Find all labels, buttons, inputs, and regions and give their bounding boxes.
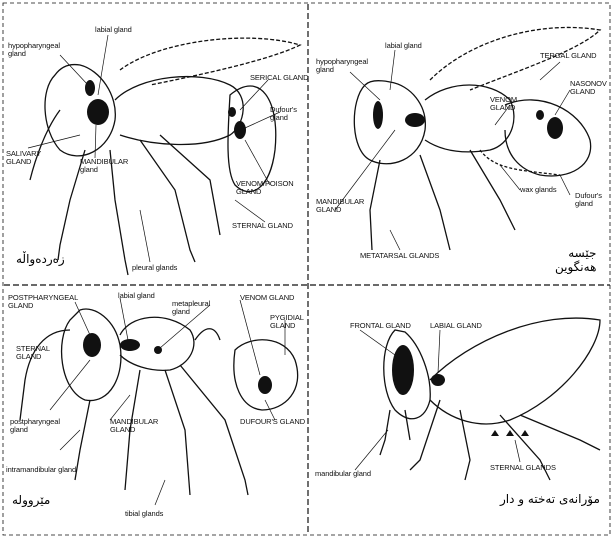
bee-label-venom-gland: VENOM GLAND bbox=[490, 96, 517, 112]
termite-label-frontal-gland: FRONTAL GLAND bbox=[350, 322, 411, 330]
honeybee-glands bbox=[373, 101, 563, 139]
wasp-label-labial-gland: labial gland bbox=[95, 26, 132, 34]
wasp-label-venom-gland: VENOM/POISON GLAND bbox=[236, 180, 294, 196]
bee-caption: جێسە هەنگوین bbox=[555, 246, 596, 274]
leader-lines bbox=[28, 35, 570, 505]
wasp-label-mandibular-gland: MANDIBULAR gland bbox=[80, 158, 128, 174]
wasp-label-dufours-gland: Dufour's gland bbox=[270, 106, 297, 122]
bee-label-labial-gland: labial gland bbox=[385, 42, 422, 50]
termite-glands bbox=[392, 345, 529, 436]
wasp-label-salivary-gland: SALIVARY GLAND bbox=[6, 150, 41, 166]
ant-label-sternal-gland: STERNAL GLAND bbox=[16, 345, 50, 361]
ant-glands bbox=[83, 333, 272, 394]
termite-label-labial-gland: LABIAL GLAND bbox=[430, 322, 482, 330]
termite-label-sternal-glands: STERNAL GLANDS bbox=[490, 464, 556, 472]
bee-label-hypopharyngeal-gland: hypopharyngeal gland bbox=[316, 58, 368, 74]
bee-label-tergal-gland: TERGAL GLAND bbox=[540, 52, 596, 60]
figure-frame bbox=[3, 3, 610, 535]
ant-label-tibial-glands: tibial glands bbox=[125, 510, 163, 518]
wasp-label-sternal-gland: STERNAL GLAND bbox=[232, 222, 293, 230]
termite-drawing bbox=[380, 318, 600, 480]
wasp-caption: زەردەواڵە bbox=[16, 252, 65, 266]
bee-label-nasonov-gland: NASONOV GLAND bbox=[570, 80, 607, 96]
ant-label-mandibular-gland: MANDIBULAR GLAND bbox=[110, 418, 158, 434]
ant-label-intramandibular-gland: intramandibular gland bbox=[6, 466, 76, 474]
ant-label-postpharyngeal-gland: postpharyngeal gland bbox=[10, 418, 60, 434]
bee-label-mandibular-gland: MANDIBULAR GLAND bbox=[316, 198, 364, 214]
bee-label-metatarsal-glands: METATARSAL GLANDS bbox=[360, 252, 439, 260]
ant-label-dufours-gland: DUFOUR'S GLAND bbox=[240, 418, 305, 426]
termite-label-mandibular-gland: mandibular gland bbox=[315, 470, 371, 478]
wasp-label-pleural-glands: pleural glands bbox=[132, 264, 177, 272]
ant-label-venom-gland: VENOM GLAND bbox=[240, 294, 294, 302]
bee-label-dufours-gland: Dufour's gland bbox=[575, 192, 602, 208]
ant-label-postpharyngeal-gland-top: POSTPHARYNGEAL GLAND bbox=[8, 294, 78, 310]
wasp-label-serical-gland: SERICAL GLAND bbox=[250, 74, 308, 82]
ant-label-pygidial-gland: PYGIDIAL GLAND bbox=[270, 314, 304, 330]
termite-caption: مۆرانەی تەختە و دار bbox=[500, 492, 600, 506]
ant-label-metapleural-gland: metapleural gland bbox=[172, 300, 210, 316]
bee-label-wax-glands: wax glands bbox=[520, 186, 557, 194]
ant-label-labial-gland: labial gland bbox=[118, 292, 155, 300]
ant-caption: مێرووله bbox=[12, 493, 50, 507]
wasp-label-hypopharyngeal-gland: hypopharyngeal gland bbox=[8, 42, 60, 58]
honeybee-drawing bbox=[354, 27, 600, 250]
